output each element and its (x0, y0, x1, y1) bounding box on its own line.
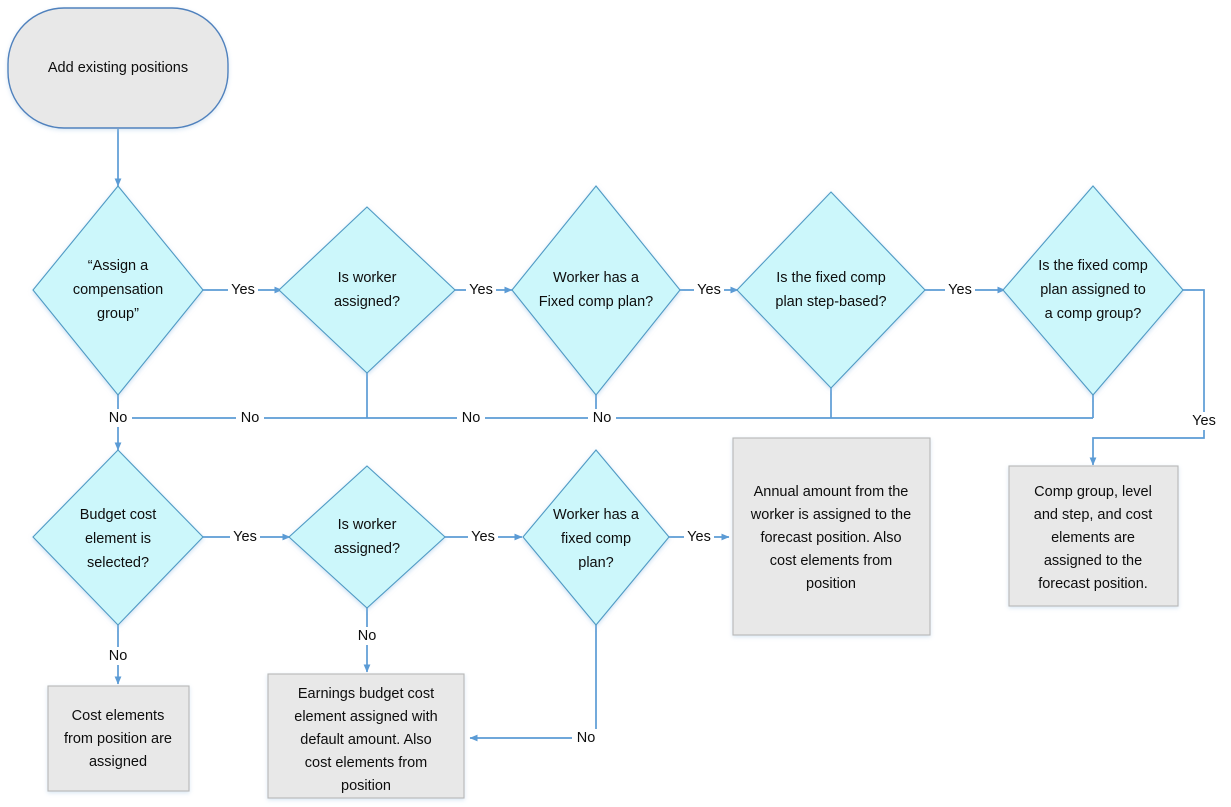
p-costelements-line-2: from position are (64, 731, 172, 747)
d4-line-2: plan step-based? (775, 294, 886, 310)
process-cost-elements-from-position[interactable]: Cost elements from position are assigned (47, 685, 190, 792)
yes-label-5: Yes (1192, 413, 1216, 429)
no-label-6: No (358, 628, 377, 644)
p-annual-line-5: position (806, 576, 856, 592)
d8-line-3: plan? (578, 555, 613, 571)
p-annual-line-4: cost elements from (770, 553, 893, 569)
label-d3-no: No (457, 409, 485, 427)
decision-is-worker-assigned-1[interactable]: Is worker assigned? (278, 206, 456, 374)
yes-label-2: Yes (469, 282, 493, 298)
edge-d5-yes-compgroup (1089, 289, 1205, 466)
d6-line-1: Budget cost (80, 507, 157, 523)
yes-label-1: Yes (231, 282, 255, 298)
p-costelements-line-3: assigned (89, 754, 147, 770)
label-d6-yes: Yes (230, 528, 260, 546)
d2-line-2: assigned? (334, 294, 400, 310)
decision-worker-has-fixed-comp-plan-2[interactable]: Worker has a fixed comp plan? (522, 449, 670, 626)
p-compgroup-line-3: elements are (1051, 530, 1135, 546)
d5-line-3: a comp group? (1045, 306, 1142, 322)
p-compgroup-line-2: and step, and cost (1034, 507, 1153, 523)
label-d3-yes: Yes (694, 281, 724, 299)
yes-label-3: Yes (697, 282, 721, 298)
p-compgroup-line-4: assigned to the (1044, 553, 1142, 569)
label-d7-yes: Yes (468, 528, 498, 546)
yes-label-6: Yes (233, 529, 257, 545)
d1-line-1: “Assign a (88, 258, 149, 274)
yes-label-4: Yes (948, 282, 972, 298)
p-earnings-line-5: position (341, 778, 391, 794)
label-d4-yes: Yes (945, 281, 975, 299)
d7-line-2: assigned? (334, 541, 400, 557)
d8-line-1: Worker has a (553, 507, 640, 523)
d7-line-1: Is worker (338, 517, 397, 533)
process-annual-amount[interactable]: Annual amount from the worker is assigne… (732, 437, 931, 636)
decision-is-worker-assigned-2[interactable]: Is worker assigned? (288, 465, 446, 609)
p-earnings-line-4: cost elements from (305, 755, 428, 771)
edge-labels-layer: Yes Yes Yes Yes Yes No (104, 281, 1219, 747)
p-compgroup-line-1: Comp group, level (1034, 484, 1152, 500)
edge-d8-no-earnings (469, 625, 597, 742)
yes-label-8: Yes (687, 529, 711, 545)
label-d2-yes: Yes (466, 281, 496, 299)
p-costelements-line-1: Cost elements (72, 708, 165, 724)
decision-assign-comp-group[interactable]: “Assign a compensation group” (32, 185, 204, 396)
d1-line-2: compensation (73, 282, 163, 298)
p-earnings-line-1: Earnings budget cost (298, 686, 434, 702)
p-annual-line-1: Annual amount from the (754, 484, 909, 500)
d6-line-3: selected? (87, 555, 149, 571)
process-comp-group-assigned[interactable]: Comp group, level and step, and cost ele… (1008, 465, 1179, 607)
d4-line-1: Is the fixed comp (776, 270, 886, 286)
d6-line-2: element is (85, 531, 151, 547)
no-label-3: No (462, 410, 481, 426)
no-label-7: No (577, 730, 596, 746)
label-d1-yes: Yes (228, 281, 258, 299)
d5-line-1: Is the fixed comp (1038, 258, 1148, 274)
d5-line-2: plan assigned to (1040, 282, 1146, 298)
decision-plan-assigned-to-comp-group[interactable]: Is the fixed comp plan assigned to a com… (1002, 185, 1184, 396)
label-d1-no: No (104, 409, 132, 427)
label-d8-yes: Yes (684, 528, 714, 546)
decision-plan-step-based[interactable]: Is the fixed comp plan step-based? (736, 191, 926, 389)
connectors-layer (114, 129, 1205, 742)
label-d4-no: No (588, 409, 616, 427)
label-d7-no: No (353, 627, 381, 645)
label-d2-no: No (236, 409, 264, 427)
no-label-2: No (241, 410, 260, 426)
d8-line-2: fixed comp (561, 531, 631, 547)
no-label-5: No (109, 648, 128, 664)
label-d5-yes: Yes (1189, 412, 1219, 430)
process-earnings-budget-cost-element[interactable]: Earnings budget cost element assigned wi… (267, 673, 465, 799)
p-annual-line-2: worker is assigned to the (750, 507, 911, 523)
p-earnings-line-3: default amount. Also (300, 732, 431, 748)
decision-worker-has-fixed-comp-plan-1[interactable]: Worker has a Fixed comp plan? (511, 185, 681, 396)
d3-line-1: Worker has a (553, 270, 640, 286)
d1-line-3: group” (97, 306, 139, 322)
no-label-4: No (593, 410, 612, 426)
p-annual-line-3: forecast position. Also (760, 530, 901, 546)
no-label-1: No (109, 410, 128, 426)
label-d8-no: No (572, 729, 600, 747)
decision-budget-cost-element-selected[interactable]: Budget cost element is selected? (32, 449, 204, 626)
d3-line-2: Fixed comp plan? (539, 294, 653, 310)
p-compgroup-line-5: forecast position. (1038, 576, 1148, 592)
yes-label-7: Yes (471, 529, 495, 545)
start-label: Add existing positions (48, 60, 188, 76)
label-d6-no: No (104, 647, 132, 665)
start-terminator[interactable]: Add existing positions (7, 7, 229, 129)
d2-line-1: Is worker (338, 270, 397, 286)
p-earnings-line-2: element assigned with (294, 709, 437, 725)
